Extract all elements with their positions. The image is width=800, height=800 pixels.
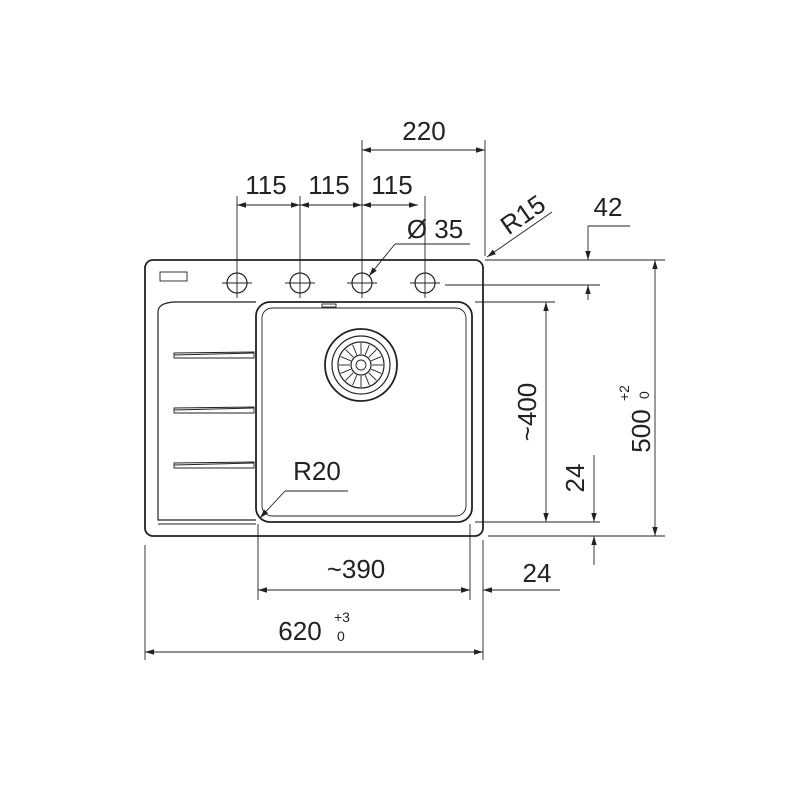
dimension-220-label: 220: [402, 116, 445, 146]
tap-hole-3: [347, 268, 377, 298]
dimension-400-label: ~400: [512, 383, 542, 442]
drainer-area: [157, 301, 256, 525]
dimension-500-tol-lower: 0: [636, 391, 652, 399]
strainer-spoke: [364, 374, 370, 386]
strainer-spoke: [340, 356, 352, 362]
brand-logo-plate: [159, 271, 188, 282]
dimension-390: ~390: [257, 524, 471, 600]
dimension-115-label-3: 115: [371, 170, 412, 200]
tap-hole-1: [222, 268, 252, 298]
dimension-115-label-2: 115: [308, 170, 349, 200]
strainer-spoke: [352, 344, 358, 356]
strainer-spoke: [364, 344, 370, 356]
dimension-500: 500 +2 0: [600, 259, 665, 537]
strainer-spoke: [340, 368, 352, 374]
overflow-slot: [321, 303, 337, 308]
dimension-42-label: 42: [594, 192, 623, 222]
dimension-24-horizontal-label: 24: [523, 558, 552, 588]
strainer-spoke: [368, 372, 377, 381]
strainer-spoke: [352, 374, 358, 386]
drainer-rib-3: [173, 461, 255, 469]
dimension-hole-diameter: Ø 35: [368, 214, 470, 277]
strainer-spoke: [345, 349, 354, 358]
bowl-outline: [255, 301, 473, 523]
dimension-390-label: ~390: [327, 554, 386, 584]
dimension-r20-label: R20: [293, 456, 341, 486]
strainer-spoke: [370, 368, 382, 374]
dimension-24-horizontal: 24: [440, 540, 560, 600]
strainer-spoke: [368, 349, 377, 358]
dimension-24-vertical: 24: [488, 455, 600, 565]
dimension-500-label: 500: [626, 409, 656, 452]
dimension-500-tol-upper: +2: [616, 385, 632, 401]
tap-hole-4: [410, 268, 440, 298]
strainer-spoke: [345, 372, 354, 381]
strainer-spoke: [370, 356, 382, 362]
drain-strainer-icon: [324, 328, 398, 402]
dimension-bowl-radius: R20: [259, 456, 348, 519]
dimension-24-vertical-label: 24: [560, 464, 590, 493]
dimension-hole-pitch: 115 115 115: [236, 170, 426, 268]
sink-outline: [144, 259, 484, 537]
dimension-620: 620 +3 0: [144, 545, 484, 660]
dimension-620-tol-upper: +3: [334, 609, 350, 625]
drainer-rib-1: [173, 351, 255, 359]
dimension-620-label: 620: [278, 616, 321, 646]
dimension-42: 42: [445, 192, 630, 300]
dimension-hole-diameter-label: Ø 35: [407, 214, 463, 244]
dimension-r15-label: R15: [495, 189, 551, 241]
dimension-corner-radius: R15: [486, 189, 553, 258]
dimension-400: ~400: [475, 301, 600, 523]
drainer-rib-2: [173, 406, 255, 414]
dimension-620-tol-lower: 0: [337, 628, 345, 644]
dimension-115-label-1: 115: [245, 170, 286, 200]
tap-hole-2: [285, 268, 315, 298]
